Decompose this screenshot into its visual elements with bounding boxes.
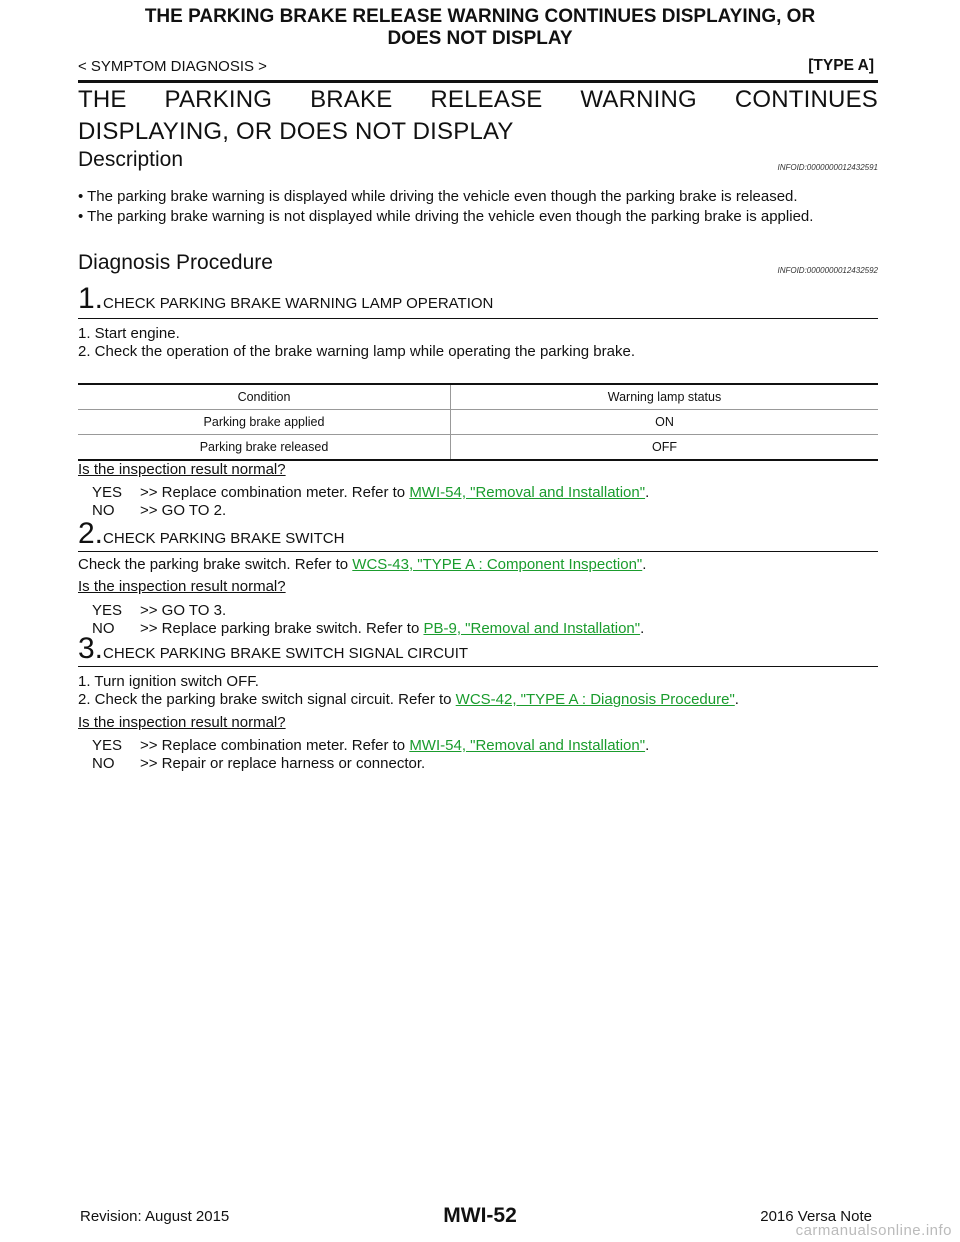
link-mwi-54-b[interactable]: MWI-54, "Removal and Installation" [409, 737, 646, 754]
step-3-no-key: NO [92, 755, 115, 772]
page-title: THE PARKING BRAKE RELEASE WARNING CONTIN… [78, 86, 878, 145]
step-3-yes: YES >> Replace combination meter. Refer t… [92, 736, 649, 756]
table-cell-status: OFF [450, 434, 878, 461]
step-2-number: 2. [78, 517, 104, 550]
step-3-no: NO >> Repair or replace harness or connec… [92, 754, 425, 774]
step-2-text: Check the parking brake switch. Refer to… [78, 555, 646, 575]
step-1-question: Is the inspection result normal? [78, 461, 286, 478]
step-2-title: CHECK PARKING BRAKE SWITCH [103, 530, 345, 547]
link-wcs-43[interactable]: WCS-43, "TYPE A : Component Inspection" [352, 556, 643, 573]
step-1-title: CHECK PARKING BRAKE WARNING LAMP OPERATI… [103, 295, 494, 312]
step-3-item-2-text: 2. Check the parking brake switch signal… [78, 691, 456, 708]
step-1-item-2: 2. Check the operation of the brake warn… [78, 343, 635, 360]
step-2-divider [78, 551, 878, 552]
step-1-heading: 1.CHECK PARKING BRAKE WARNING LAMP OPERA… [78, 282, 493, 316]
step-1-divider [78, 318, 878, 319]
table-header-row: Condition Warning lamp status [78, 383, 878, 410]
diagnosis-heading: Diagnosis Procedure [78, 251, 273, 274]
footer-page-number: MWI-52 [443, 1204, 517, 1227]
step-1-item-1: 1. Start engine. [78, 325, 180, 342]
step-1-no: NO >> GO TO 2. [92, 501, 226, 521]
step-1-no-key: NO [92, 502, 115, 519]
period: . [640, 620, 645, 637]
period: . [734, 691, 739, 708]
step-2-no: NO >> Replace parking brake switch. Refer… [92, 619, 644, 639]
footer-revision: Revision: August 2015 [80, 1208, 230, 1225]
step-1-no-text: >> GO TO 2. [140, 502, 227, 519]
table-header-lamp-status: Warning lamp status [450, 383, 878, 410]
header-title-line2: DOES NOT DISPLAY [387, 28, 573, 49]
description-infoid: INFOID:0000000012432591 [777, 163, 878, 172]
period: . [642, 556, 647, 573]
header-title: THE PARKING BRAKE RELEASE WARNING CONTIN… [80, 6, 880, 50]
step-2-heading: 2.CHECK PARKING BRAKE SWITCH [78, 517, 344, 551]
step-2-yes: YES >> GO TO 3. [92, 601, 226, 621]
link-wcs-42[interactable]: WCS-42, "TYPE A : Diagnosis Procedure" [455, 691, 735, 708]
step-2-yes-key: YES [92, 602, 123, 619]
step-3-yes-key: YES [92, 737, 123, 754]
step-3-number: 3. [78, 632, 104, 665]
header-section-label: < SYMPTOM DIAGNOSIS > [78, 58, 267, 75]
table-header-condition: Condition [78, 383, 451, 410]
step-3-heading: 3.CHECK PARKING BRAKE SWITCH SIGNAL CIRC… [78, 632, 468, 666]
step-1-yes: YES >> Replace combination meter. Refer t… [92, 483, 649, 503]
header-type-label: [TYPE A] [808, 57, 874, 74]
step-1-number: 1. [78, 282, 104, 315]
step-2-yes-text: >> GO TO 3. [140, 602, 227, 619]
step-3-title: CHECK PARKING BRAKE SWITCH SIGNAL CIRCUI… [103, 645, 469, 662]
step-3-item-1: 1. Turn ignition switch OFF. [78, 673, 259, 690]
period: . [645, 484, 650, 501]
table-row: Parking brake applied ON [78, 409, 878, 435]
header-divider [78, 80, 878, 83]
link-mwi-54-a[interactable]: MWI-54, "Removal and Installation" [409, 484, 646, 501]
step-2-instruction: Check the parking brake switch. Refer to [78, 556, 353, 573]
step-3-yes-text: >> Replace combination meter. Refer to [140, 737, 410, 754]
description-heading: Description [78, 148, 184, 171]
header-title-line1: THE PARKING BRAKE RELEASE WARNING CONTIN… [144, 6, 816, 27]
table-cell-condition: Parking brake applied [78, 409, 451, 435]
table-cell-status: ON [450, 409, 878, 435]
step-1-yes-text: >> Replace combination meter. Refer to [140, 484, 410, 501]
watermark: carmanualsonline.info [795, 1222, 952, 1239]
warning-lamp-table: Condition Warning lamp status Parking br… [78, 383, 878, 461]
diagnosis-infoid: INFOID:0000000012432592 [777, 266, 878, 275]
step-1-yes-key: YES [92, 484, 123, 501]
step-2-question: Is the inspection result normal? [78, 578, 286, 595]
step-3-no-text: >> Repair or replace harness or connecto… [140, 755, 426, 772]
step-3-question: Is the inspection result normal? [78, 714, 286, 731]
step-2-no-text: >> Replace parking brake switch. Refer t… [140, 620, 424, 637]
description-bullet-2: • The parking brake warning is not displ… [78, 208, 814, 225]
step-3-divider [78, 666, 878, 667]
period: . [645, 737, 650, 754]
table-row: Parking brake released OFF [78, 434, 878, 461]
step-2-no-key: NO [92, 620, 115, 637]
description-bullet-1: • The parking brake warning is displayed… [78, 188, 798, 205]
table-cell-condition: Parking brake released [78, 434, 451, 461]
step-3-item-2: 2. Check the parking brake switch signal… [78, 690, 739, 710]
footer-model: 2016 Versa Note [760, 1208, 872, 1225]
link-pb-9[interactable]: PB-9, "Removal and Installation" [423, 620, 641, 637]
